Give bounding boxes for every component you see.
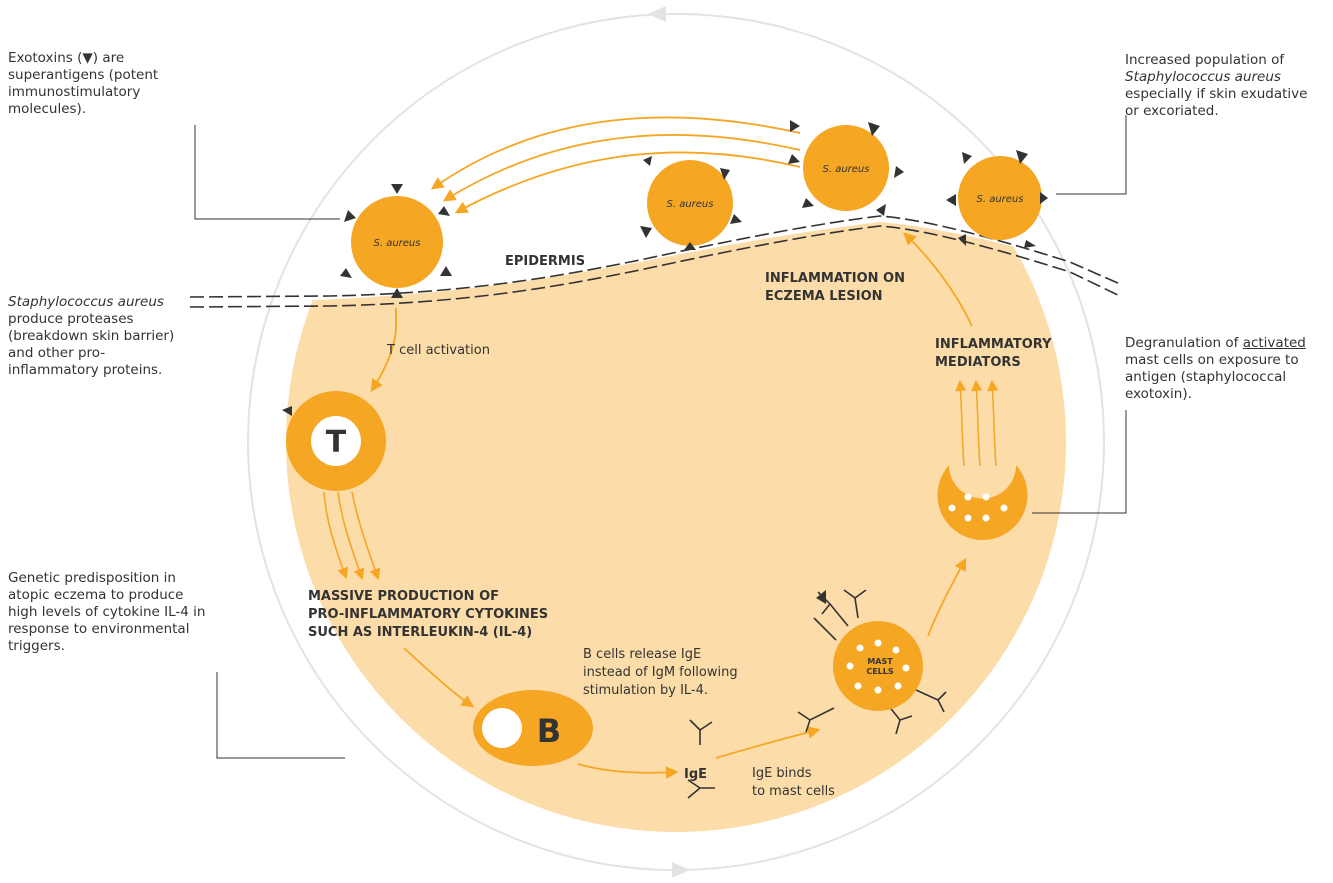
note-exotoxins-text: Exotoxins ( (8, 50, 83, 66)
ige-binds-line1: IgE binds (752, 766, 812, 781)
skin-line-outer (189, 215, 1121, 298)
bcell-label-line2: instead of IgM following (583, 665, 738, 680)
mediators-label-line1: INFLAMMATORY (935, 337, 1052, 352)
cytokines-label-line1: MASSIVE PRODUCTION OF (308, 589, 499, 604)
note-population: Increased population of Staphylococcus a… (1125, 52, 1315, 120)
mast-cell: MAST CELLS (797, 589, 947, 735)
epidermis-label: EPIDERMIS (505, 254, 585, 269)
cytokine-arrows (323, 491, 381, 581)
arrow-to-degranulation (927, 557, 967, 637)
note-proteases-species: Staphylococcus aureus (8, 294, 164, 310)
arrow-to-ige (577, 763, 679, 779)
exotoxin-triangle-icon: ▼ (82, 50, 93, 66)
ring-arrow-top-icon (648, 6, 666, 22)
bacterium-2: S. aureus (640, 156, 742, 250)
bacterium-1-label: S. aureus (374, 238, 421, 249)
bcell-label-line3: stimulation by IL-4. (583, 683, 708, 698)
leader-exotoxins (194, 125, 340, 220)
ige-antibodies (687, 719, 715, 799)
arrow-to-mast (715, 726, 821, 759)
note-population-text: Increased population of (1125, 52, 1285, 68)
mast-label-line1: MAST (867, 657, 893, 666)
bacterium-3-label: S. aureus (823, 164, 870, 175)
note-degranulation-activated: activated (1242, 335, 1306, 351)
degranulating-mast-cell (937, 465, 1028, 541)
dermis-region (286, 222, 1066, 832)
inflammation-label-line1: INFLAMMATION ON (765, 271, 905, 286)
leader-genetic (216, 672, 345, 759)
b-cell-letter: B (537, 712, 561, 750)
note-degranulation-text: Degranulation of (1125, 335, 1243, 351)
mast-label-line2: CELLS (866, 667, 894, 676)
note-exotoxins-text-2: ) are superantigens (potent immunostimul… (8, 50, 159, 117)
leader-population (1056, 115, 1127, 195)
ige-label: IgE (684, 767, 707, 782)
note-population-species: Staphylococcus aureus (1125, 69, 1281, 85)
arrow-to-inflammation (903, 232, 973, 327)
t-cell-letter: T (326, 425, 347, 460)
ige-binds-line2: to mast cells (752, 784, 835, 799)
t-cell: T (282, 391, 386, 491)
arrow-to-bcell (403, 647, 475, 708)
note-exotoxins: Exotoxins (▼) are superantigens (potent … (8, 50, 173, 118)
skin-line-inner (189, 225, 1121, 308)
arrow-to-tcell (370, 308, 397, 393)
bcell-label-line1: B cells release IgE (583, 647, 701, 662)
bacterium-4: S. aureus (946, 150, 1048, 248)
leader-degranulation (1032, 410, 1127, 514)
bacterium-4-label: S. aureus (977, 194, 1024, 205)
bacterium-3: S. aureus (788, 120, 904, 216)
note-proteases: Staphylococcus aureus produce proteases … (8, 294, 183, 379)
note-degranulation: Degranulation of activated mast cells on… (1125, 335, 1310, 403)
t-activation-label: T cell activation (386, 343, 490, 358)
note-degranulation-text-2: mast cells on exposure to antigen (staph… (1125, 352, 1299, 402)
cytokines-label-line2: PRO-INFLAMMATORY CYTOKINES (308, 607, 548, 622)
exotoxin-arrows (430, 116, 801, 214)
note-genetic: Genetic predisposition in atopic eczema … (8, 570, 208, 655)
bacterium-2-label: S. aureus (667, 199, 714, 210)
note-proteases-text: produce proteases (breakdown skin barrie… (8, 311, 175, 378)
note-population-text-2: especially if skin exudative or excoriat… (1125, 86, 1308, 119)
ring-arrow-bottom-icon (672, 862, 690, 878)
mediator-arrows (955, 379, 999, 467)
mediators-label-line2: MEDIATORS (935, 355, 1021, 370)
cytokines-label-line3: SUCH AS INTERLEUKIN-4 (IL-4) (308, 625, 532, 640)
note-genetic-text: Genetic predisposition in atopic eczema … (8, 570, 206, 654)
b-cell: B (473, 690, 593, 766)
inflammation-label-line2: ECZEMA LESION (765, 289, 883, 304)
bacterium-1: S. aureus (340, 184, 452, 298)
